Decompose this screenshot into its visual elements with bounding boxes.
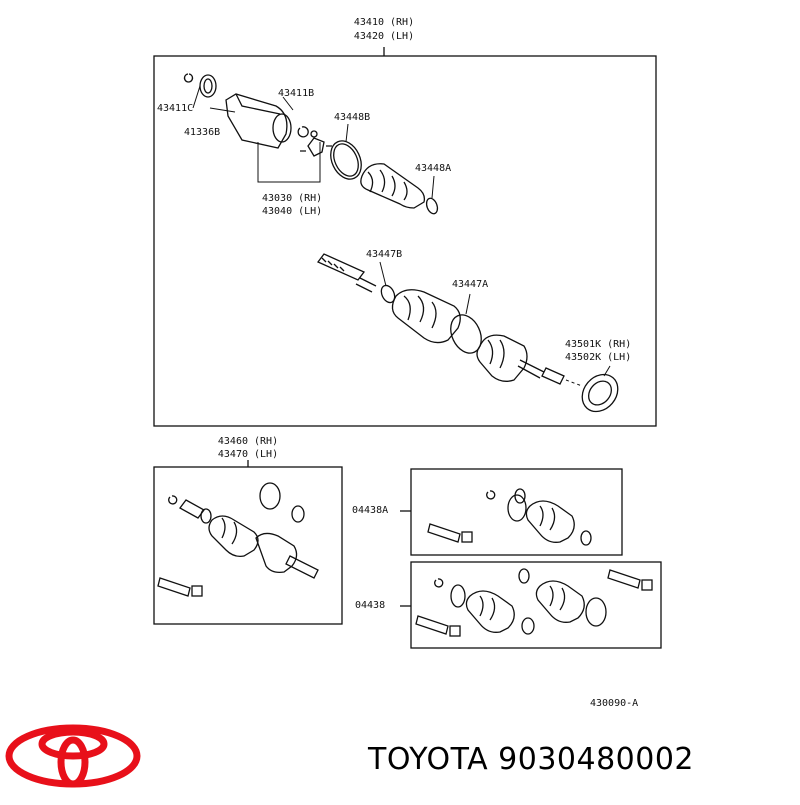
- label-43448b: 43448B: [334, 112, 371, 123]
- toyota-logo-icon: [5, 724, 141, 788]
- label-joint-rh: 43030 (RH): [262, 193, 323, 204]
- shaft-group: [316, 253, 619, 413]
- label-43411c: 43411C: [157, 103, 194, 114]
- label-joint-lh: 43040 (LH): [262, 206, 323, 217]
- kit-43460-frame: [153, 466, 343, 625]
- inner-joint-group: [183, 73, 439, 215]
- label-assy-lh: 43420 (LH): [353, 31, 415, 42]
- main-assembly-frame: [153, 55, 657, 427]
- label-43411b: 43411B: [278, 88, 315, 99]
- label-04438: 04438: [355, 600, 386, 611]
- kit-04438-frame: [410, 561, 662, 649]
- kit-04438-parts: [415, 568, 653, 637]
- label-kit-rh: 43460 (RH): [217, 436, 279, 447]
- kit-04438a-parts: [427, 488, 592, 546]
- label-43447a: 43447A: [452, 279, 489, 290]
- label-41336b: 41336B: [184, 127, 221, 138]
- label-kit-lh: 43470 (LH): [217, 449, 279, 460]
- label-43448a: 43448A: [415, 163, 452, 174]
- label-assy-rh: 43410 (RH): [353, 17, 415, 28]
- part-number-caption: TOYOTA 9030480002: [368, 742, 695, 777]
- label-04438a: 04438A: [352, 505, 389, 516]
- kit-43460-parts: [157, 482, 319, 597]
- kit-04438a-frame: [410, 468, 623, 556]
- label-seal-rh: 43501K (RH): [565, 339, 632, 350]
- label-seal-lh: 43502K (LH): [565, 352, 632, 363]
- drawing-reference: 430090-A: [590, 698, 639, 709]
- label-43447b: 43447B: [366, 249, 403, 260]
